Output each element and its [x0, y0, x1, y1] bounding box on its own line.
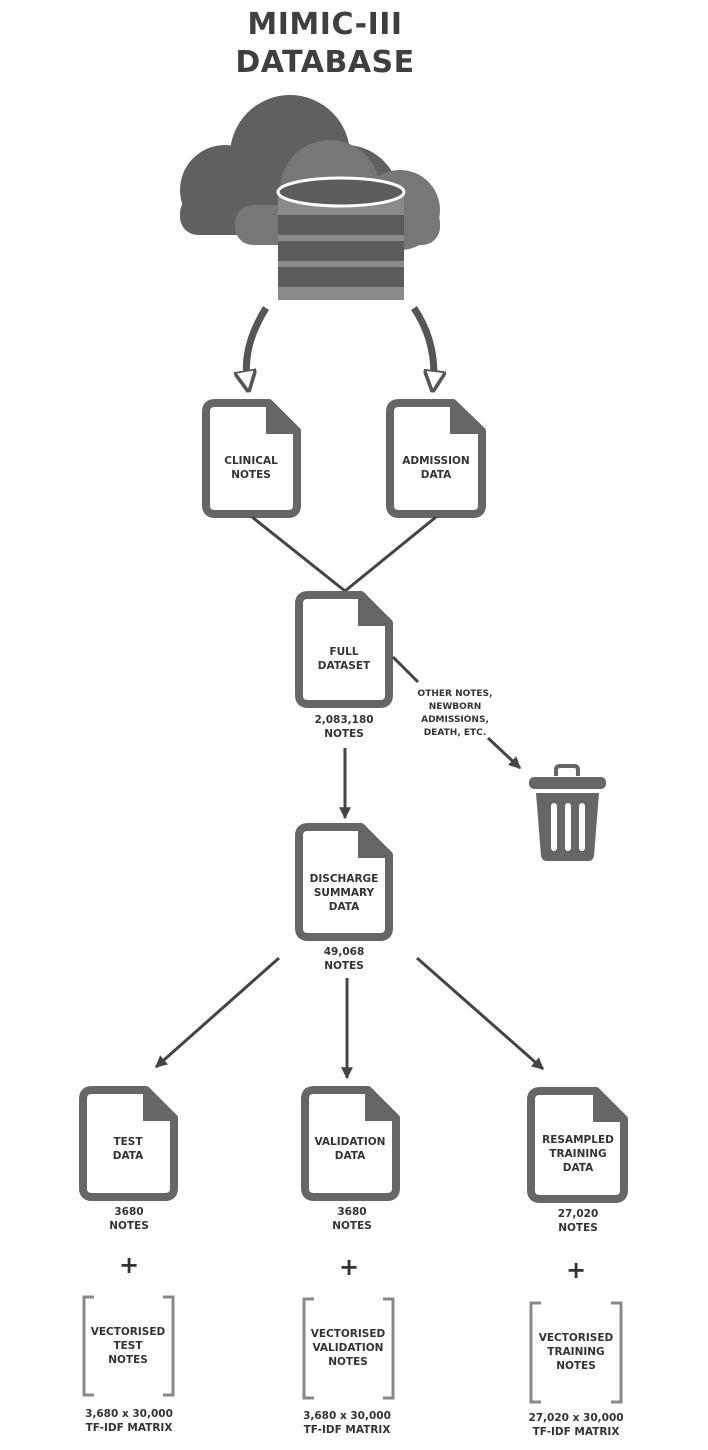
arrow-to-trash	[486, 736, 522, 770]
matrix-bracket-test	[82, 1295, 175, 1397]
label-vectorised-test: VECTORISED TEST NOTES	[90, 1326, 166, 1366]
title-line1: MIMIC-III	[247, 7, 403, 42]
label-vectorised-validation: VECTORISED VALIDATION NOTES	[310, 1328, 386, 1368]
trash-can-icon	[529, 764, 606, 861]
label-clinical-notes: CLINICAL NOTES	[224, 455, 278, 481]
label-validation-data: VALIDATION DATA	[314, 1136, 386, 1162]
label-admission-data: ADMISSION DATA	[402, 455, 470, 481]
matrix-bracket-training	[529, 1301, 623, 1404]
count-validation: 3680 NOTES	[332, 1206, 372, 1232]
matrix-validation: 3,680 x 30,000 TF-IDF MATRIX	[303, 1410, 391, 1436]
title-line2: DATABASE	[235, 45, 415, 80]
document-icon-admission	[386, 399, 486, 518]
line-full-to-other	[391, 655, 420, 684]
label-discarded: OTHER NOTES, NEWBORN ADMISSIONS, DEATH, …	[417, 689, 493, 738]
document-icon-full-dataset	[295, 591, 393, 708]
document-icon-test	[79, 1086, 178, 1201]
plus-test: +	[118, 1251, 140, 1279]
arrow-to-test	[155, 956, 280, 1069]
arrow-db-to-clinical	[246, 306, 269, 388]
matrix-test: 3,680 x 30,000 TF-IDF MATRIX	[85, 1408, 173, 1434]
matrix-bracket-validation	[302, 1297, 395, 1400]
label-test-data: TEST DATA	[112, 1136, 144, 1162]
label-discharge-summary: DISCHARGE SUMMARY DATA	[309, 873, 379, 913]
plus-validation: +	[338, 1253, 360, 1281]
document-icon-clinical	[202, 399, 301, 518]
matrix-training: 27,020 x 30,000 TF-IDF MATRIX	[528, 1412, 624, 1438]
document-icon-training	[527, 1087, 628, 1203]
arrow-db-to-admission	[411, 306, 434, 388]
document-icon-discharge	[295, 823, 393, 941]
cloud-database-icon	[180, 95, 440, 300]
plus-training: +	[565, 1256, 587, 1284]
count-discharge-summary: 49,068 NOTES	[323, 946, 365, 972]
count-training: 27,020 NOTES	[557, 1208, 599, 1234]
count-test: 3680 NOTES	[109, 1206, 149, 1232]
count-full-dataset: 2,083,180 NOTES	[314, 714, 374, 740]
document-icon-validation	[301, 1086, 400, 1201]
line-clinical-to-full	[251, 515, 346, 593]
arrow-to-training	[416, 956, 544, 1071]
label-full-dataset: FULL DATASET	[317, 646, 371, 672]
label-resampled-training: RESAMPLED TRAINING DATA	[542, 1134, 614, 1174]
label-vectorised-training: VECTORISED TRAINING NOTES	[538, 1332, 614, 1372]
line-admission-to-full	[344, 515, 437, 593]
